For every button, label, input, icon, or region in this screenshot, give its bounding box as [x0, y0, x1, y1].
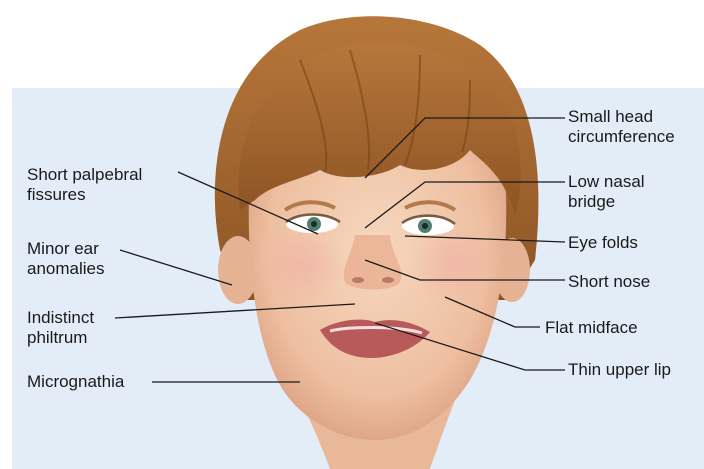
label-micrognathia: Micrognathia: [27, 372, 124, 392]
label-thin-upper-lip: Thin upper lip: [568, 360, 671, 380]
label-eye-folds: Eye folds: [568, 233, 638, 253]
label-indistinct-philtrum: Indistinct philtrum: [27, 308, 94, 348]
label-flat-midface: Flat midface: [545, 318, 638, 338]
label-short-nose: Short nose: [568, 272, 650, 292]
label-minor-ear-anomalies: Minor ear anomalies: [27, 239, 105, 279]
label-low-nasal-bridge: Low nasal bridge: [568, 172, 645, 212]
label-short-palpebral-fissures: Short palpebral fissures: [27, 165, 142, 205]
label-small-head-circumference: Small head circumference: [568, 107, 675, 147]
